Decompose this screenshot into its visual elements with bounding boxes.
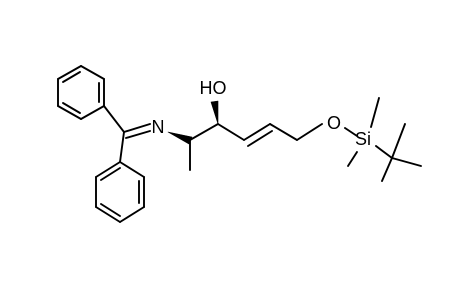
imine-nitrogen-label: N xyxy=(152,117,165,137)
si-to-tbutyl-bond xyxy=(375,145,393,159)
upper-phenyl-ring xyxy=(57,65,105,120)
alkene-double-bond xyxy=(243,123,273,147)
ether-oxygen-label: O xyxy=(327,113,341,133)
c4-to-hydroxyl-wedge-bond xyxy=(210,100,219,125)
imine-double-bond xyxy=(123,123,151,139)
phenyl-to-imine-carbon-bond xyxy=(103,105,125,133)
n-to-c5-wedge-bond xyxy=(167,131,193,145)
tert-butyl-group xyxy=(381,123,422,182)
oxygen-to-silicon-bond xyxy=(344,127,358,137)
hydroxyl-label: HO xyxy=(200,78,227,98)
c4-to-c3-bond xyxy=(217,123,245,141)
c1-to-oxygen-bond xyxy=(296,123,323,141)
imine-carbon-to-phenyl-bond xyxy=(119,131,125,163)
c2-to-c1-bond xyxy=(269,123,298,141)
c5-to-c4-bond xyxy=(189,123,219,141)
si-upper-methyl-bond xyxy=(370,97,380,128)
si-lower-methyl-bond xyxy=(347,151,358,167)
silicon-label: Si xyxy=(355,129,371,149)
lower-phenyl-ring xyxy=(95,161,145,223)
